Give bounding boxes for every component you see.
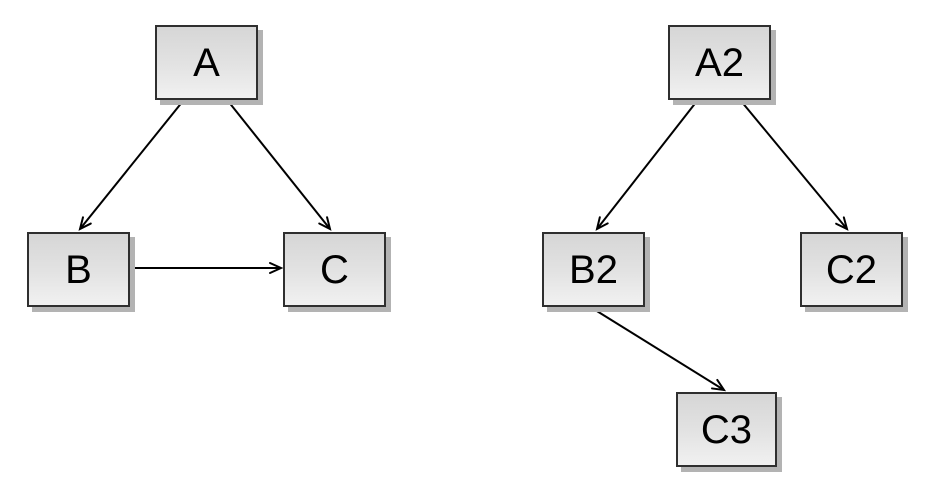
node-A[interactable]: A xyxy=(155,25,258,100)
edge-A2-C2[interactable] xyxy=(740,100,849,231)
node-B-label: B xyxy=(65,247,92,292)
node-C2-label: C2 xyxy=(825,247,878,292)
node-C3[interactable]: C3 xyxy=(676,392,777,467)
node-B2-label: B2 xyxy=(569,247,618,292)
node-B[interactable]: B xyxy=(27,232,130,307)
node-C[interactable]: C xyxy=(283,232,386,307)
node-A-label: A xyxy=(193,40,220,85)
node-A2[interactable]: A2 xyxy=(668,25,771,100)
edge-A-C[interactable] xyxy=(227,100,332,231)
edge-A2-B2[interactable] xyxy=(595,100,698,231)
edge-A-B[interactable] xyxy=(78,100,184,231)
node-B2[interactable]: B2 xyxy=(542,232,645,307)
node-C3-label: C3 xyxy=(700,407,753,452)
node-C-label: C xyxy=(320,247,349,292)
node-C2[interactable]: C2 xyxy=(800,232,903,307)
edge-B2-C3[interactable] xyxy=(591,307,727,392)
node-A2-label: A2 xyxy=(695,40,744,85)
